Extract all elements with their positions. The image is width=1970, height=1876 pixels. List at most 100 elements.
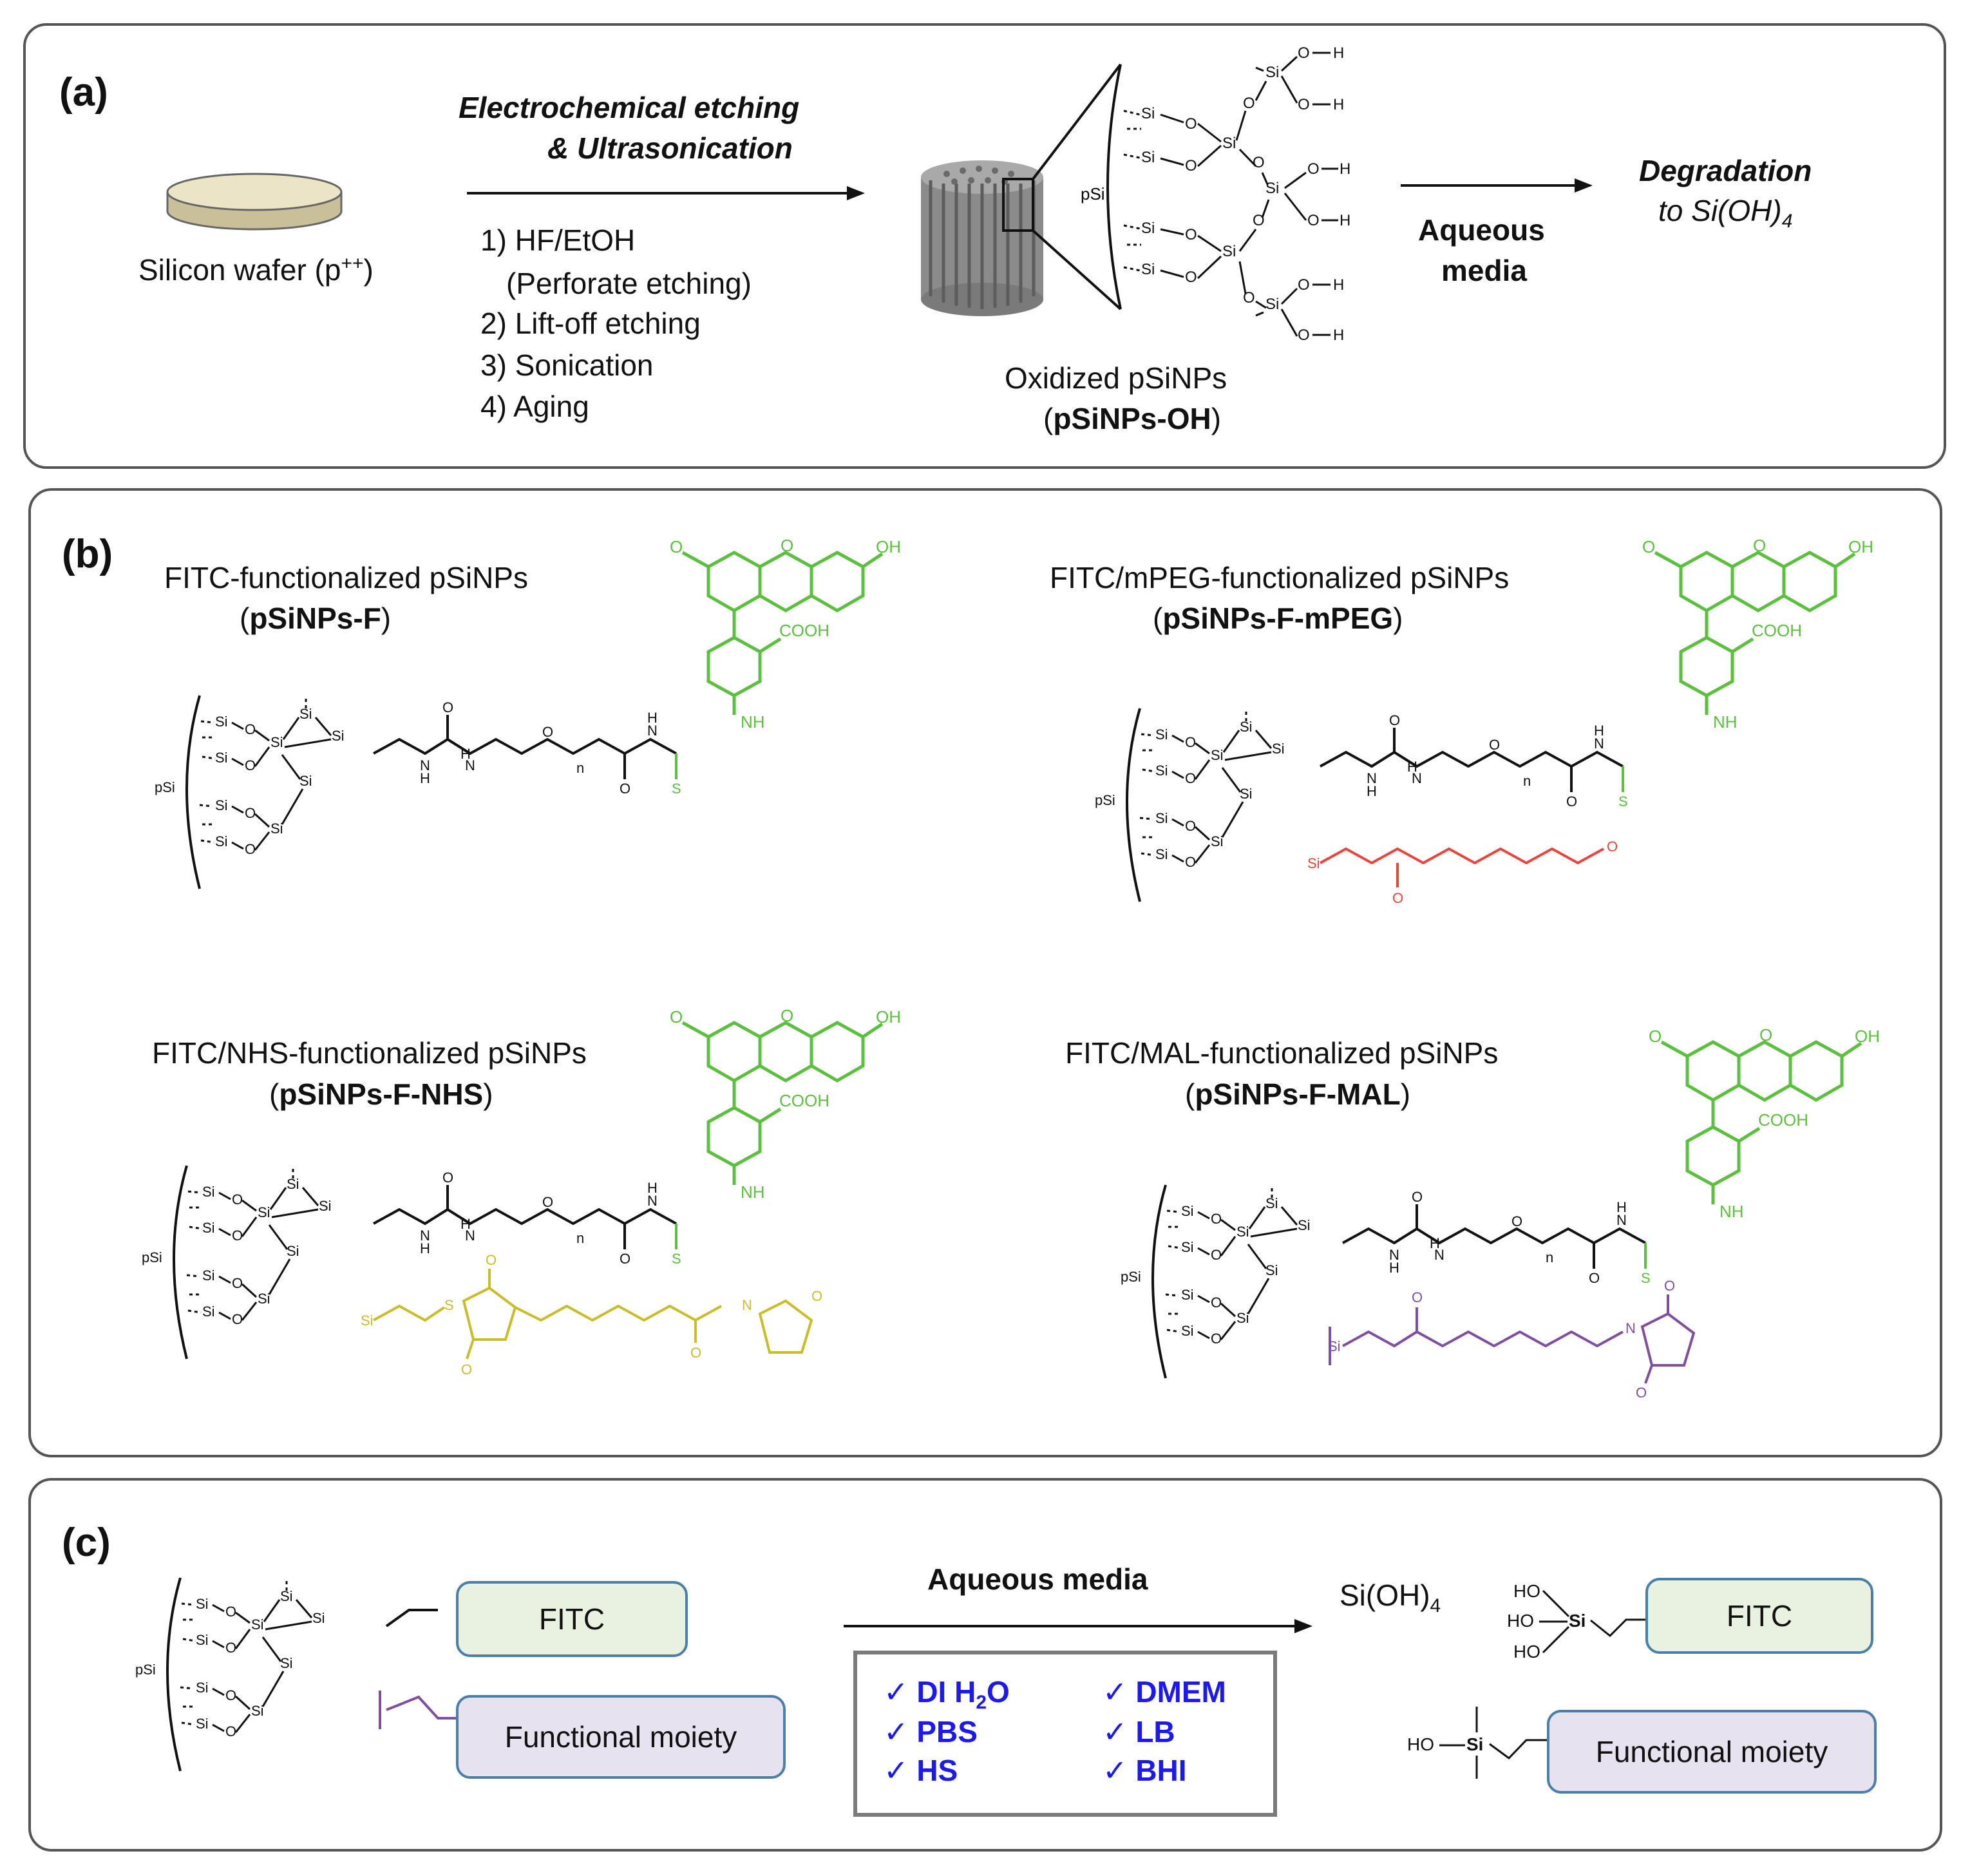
step-1: 1) HF/EtOH bbox=[480, 223, 636, 257]
svg-text:H: H bbox=[1340, 160, 1350, 178]
aqueous-media-line2: media bbox=[1441, 254, 1527, 287]
arrow-aqueous-media bbox=[1401, 178, 1593, 193]
svg-text:H: H bbox=[1340, 212, 1350, 229]
wafer-label: Silicon wafer (p++) bbox=[138, 252, 374, 287]
fitc-box: FITC bbox=[456, 1581, 688, 1657]
media-di-water: ✓ DI H2O bbox=[884, 1675, 1010, 1714]
panel-c-label: (c) bbox=[62, 1521, 111, 1565]
media-hs: ✓ HS bbox=[884, 1754, 958, 1787]
svg-text:O: O bbox=[1243, 95, 1255, 112]
title-psinps-f-mpeg: FITC/mPEG-functionalized pSiNPs bbox=[1050, 561, 1510, 594]
panel-a-label: (a) bbox=[59, 70, 108, 115]
fitc-product-box: FITC bbox=[1645, 1578, 1873, 1654]
svg-text:Si: Si bbox=[1265, 296, 1279, 313]
product-label-line2: (pSiNPs-OH) bbox=[1043, 402, 1222, 435]
structure-psinps-f bbox=[155, 535, 992, 890]
svg-text:Si: Si bbox=[1265, 64, 1279, 81]
svg-text:Si: Si bbox=[1222, 135, 1236, 152]
svg-text:Si: Si bbox=[1141, 105, 1155, 122]
svg-text:O: O bbox=[461, 1361, 472, 1378]
svg-text:O: O bbox=[1636, 1385, 1647, 1401]
title-psinps-f: FITC-functionalized pSiNPs bbox=[164, 561, 528, 594]
svg-text:N: N bbox=[742, 1297, 752, 1313]
degradation-line2: to Si(OH)4 bbox=[1658, 194, 1793, 232]
arrow1-label-line1: Electrochemical etching bbox=[459, 91, 800, 124]
structure-psinps-f-mpeg: Si O O bbox=[1095, 535, 1932, 906]
svg-text:O: O bbox=[1185, 269, 1197, 286]
svg-text:O: O bbox=[1185, 157, 1197, 175]
svg-text:O: O bbox=[1412, 1289, 1423, 1305]
svg-text:O: O bbox=[811, 1288, 822, 1304]
step-1-detail: (Perforate etching) bbox=[506, 267, 752, 300]
svg-text:HO: HO bbox=[1407, 1734, 1434, 1754]
degradation-line1: Degradation bbox=[1639, 154, 1812, 187]
svg-text:HO: HO bbox=[1507, 1611, 1534, 1631]
svg-text:H: H bbox=[1333, 276, 1344, 294]
svg-text:O: O bbox=[1664, 1278, 1675, 1294]
functional-moiety-box: Functional moiety bbox=[456, 1695, 786, 1779]
structure-psinps-f-mal: SiO NOO bbox=[1121, 1024, 1938, 1401]
released-fitc-silanol: HO HO HO Si bbox=[1507, 1581, 1645, 1662]
arrow-etching bbox=[467, 186, 865, 200]
svg-text:O: O bbox=[1607, 839, 1618, 855]
svg-text:O: O bbox=[486, 1252, 497, 1268]
svg-text:O: O bbox=[1185, 226, 1197, 243]
title-psinps-f-mal: FITC/MAL-functionalized pSiNPs bbox=[1065, 1036, 1499, 1070]
arrow1-label-line2: & Ultrasonication bbox=[547, 131, 793, 165]
svg-text:O: O bbox=[1253, 212, 1265, 229]
porous-particle-icon bbox=[921, 160, 1043, 316]
svg-text:O: O bbox=[1298, 96, 1310, 113]
media-bhi: ✓ BHI bbox=[1103, 1754, 1187, 1787]
step-2: 2) Lift-off etching bbox=[480, 307, 701, 340]
step-4: 4) Aging bbox=[480, 390, 589, 423]
silicon-wafer-icon bbox=[166, 173, 343, 231]
svg-text:pSi: pSi bbox=[1081, 184, 1105, 204]
svg-text:Si: Si bbox=[361, 1312, 374, 1329]
panel-b-label: (b) bbox=[62, 532, 113, 576]
arrow-degradation bbox=[844, 1619, 1312, 1633]
svg-text:Si: Si bbox=[1141, 149, 1155, 166]
svg-text:Si: Si bbox=[1141, 261, 1155, 278]
structure-psinps-f-nhs: Si S O O O N O bbox=[142, 1005, 979, 1378]
media-lb: ✓ LB bbox=[1103, 1715, 1175, 1748]
media-pbs: ✓ PBS bbox=[884, 1715, 978, 1748]
svg-text:HO: HO bbox=[1513, 1581, 1540, 1601]
svg-text:H: H bbox=[1333, 44, 1344, 62]
aqueous-media-label: Aqueous media bbox=[927, 1562, 1148, 1596]
svg-text:H: H bbox=[1333, 96, 1344, 113]
code-psinps-f-nhs: (pSiNPs-F-NHS) bbox=[269, 1077, 493, 1111]
svg-text:O: O bbox=[1253, 154, 1265, 171]
svg-text:O: O bbox=[1307, 160, 1320, 178]
svg-text:HO: HO bbox=[1513, 1642, 1540, 1662]
code-psinps-f-mpeg: (pSiNPs-F-mPEG) bbox=[1153, 602, 1403, 635]
panel-b bbox=[28, 488, 1942, 1457]
code-psinps-f: (pSiNPs-F) bbox=[240, 602, 392, 635]
product-silicic-acid: Si(OH)4 bbox=[1340, 1578, 1441, 1617]
svg-text:O: O bbox=[1307, 212, 1320, 229]
svg-text:O: O bbox=[690, 1345, 701, 1361]
code-psinps-f-mal: (pSiNPs-F-MAL) bbox=[1185, 1077, 1411, 1111]
svg-text:H: H bbox=[1333, 327, 1344, 344]
svg-text:Si: Si bbox=[1222, 243, 1236, 260]
svg-text:Si: Si bbox=[1265, 180, 1279, 197]
media-list-box bbox=[853, 1651, 1277, 1817]
released-functional-silanol: HO Si bbox=[1407, 1707, 1552, 1779]
svg-text:O: O bbox=[1185, 115, 1197, 133]
functional-moiety-product-box: Functional moiety bbox=[1547, 1710, 1877, 1794]
title-psinps-f-nhs: FITC/NHS-functionalized pSiNPs bbox=[152, 1036, 587, 1070]
step-3: 3) Sonication bbox=[480, 348, 654, 382]
svg-text:Si: Si bbox=[1307, 855, 1320, 871]
svg-text:O: O bbox=[1392, 890, 1403, 906]
media-dmem: ✓ DMEM bbox=[1103, 1675, 1226, 1709]
svg-text:Si: Si bbox=[1328, 1338, 1341, 1354]
svg-text:Si: Si bbox=[1141, 220, 1155, 237]
aqueous-media-line1: Aqueous bbox=[1418, 213, 1545, 247]
svg-text:O: O bbox=[1298, 276, 1310, 294]
svg-text:S: S bbox=[444, 1297, 454, 1313]
svg-text:Si: Si bbox=[1569, 1611, 1586, 1631]
svg-text:Si: Si bbox=[1466, 1734, 1483, 1754]
product-label-line1: Oxidized pSiNPs bbox=[1005, 361, 1227, 395]
svg-text:N: N bbox=[1625, 1320, 1636, 1336]
svg-text:O: O bbox=[1298, 327, 1310, 344]
